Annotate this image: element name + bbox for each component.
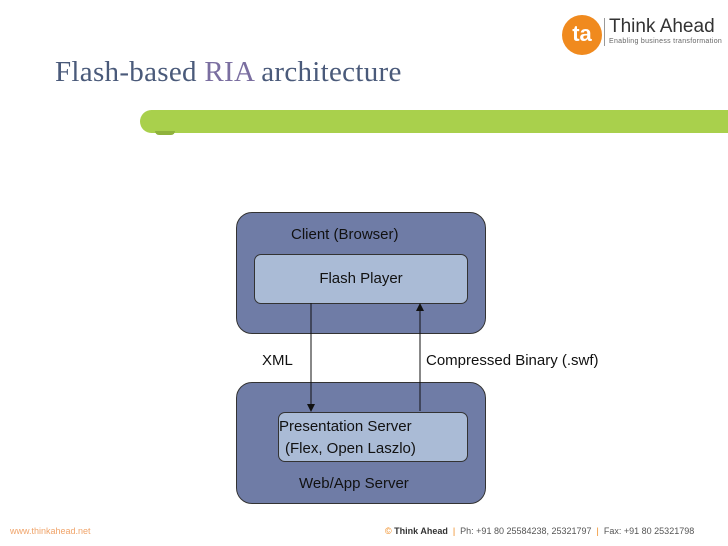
think-ahead-logo-icon: ta [562,15,602,55]
title-accent: RIA [204,56,254,88]
footer-separator: | [452,526,456,536]
compressed-binary-label: Compressed Binary (.swf) [426,352,599,369]
client-browser-label: Client (Browser) [291,226,399,243]
title-prefix: Flash-based [55,56,205,88]
presentation-server-line2: (Flex, Open Laszlo) [285,440,416,457]
presentation-server-box: Presentation Server (Flex, Open Laszlo) [278,412,468,462]
title-bar-tab [155,131,175,135]
copyright-symbol: © [385,526,392,536]
footer-fax: Fax: +91 80 25321798 [603,526,695,536]
web-app-server-label: Web/App Server [299,475,409,492]
footer-phone: Ph: +91 80 25584238, 25321797 [460,526,592,536]
footer-separator: | [596,526,599,536]
logo-name: Think Ahead [609,16,715,37]
flash-player-box: Flash Player [254,254,468,304]
title-suffix: architecture [253,56,402,88]
title-underline-bar [140,110,728,133]
logo-divider [604,18,605,46]
logo-tagline: Enabling business transformation [609,38,723,45]
slide-title: Flash-based RIA architecture [55,56,402,89]
footer-website: www.thinkahead.net [10,526,91,536]
footer-contact: © Think Ahead | Ph: +91 80 25584238, 25321… [385,526,694,536]
xml-label: XML [262,352,293,369]
footer-brand: Think Ahead [394,526,448,536]
flash-player-label: Flash Player [319,270,403,287]
presentation-server-line1: Presentation Server [279,418,412,435]
